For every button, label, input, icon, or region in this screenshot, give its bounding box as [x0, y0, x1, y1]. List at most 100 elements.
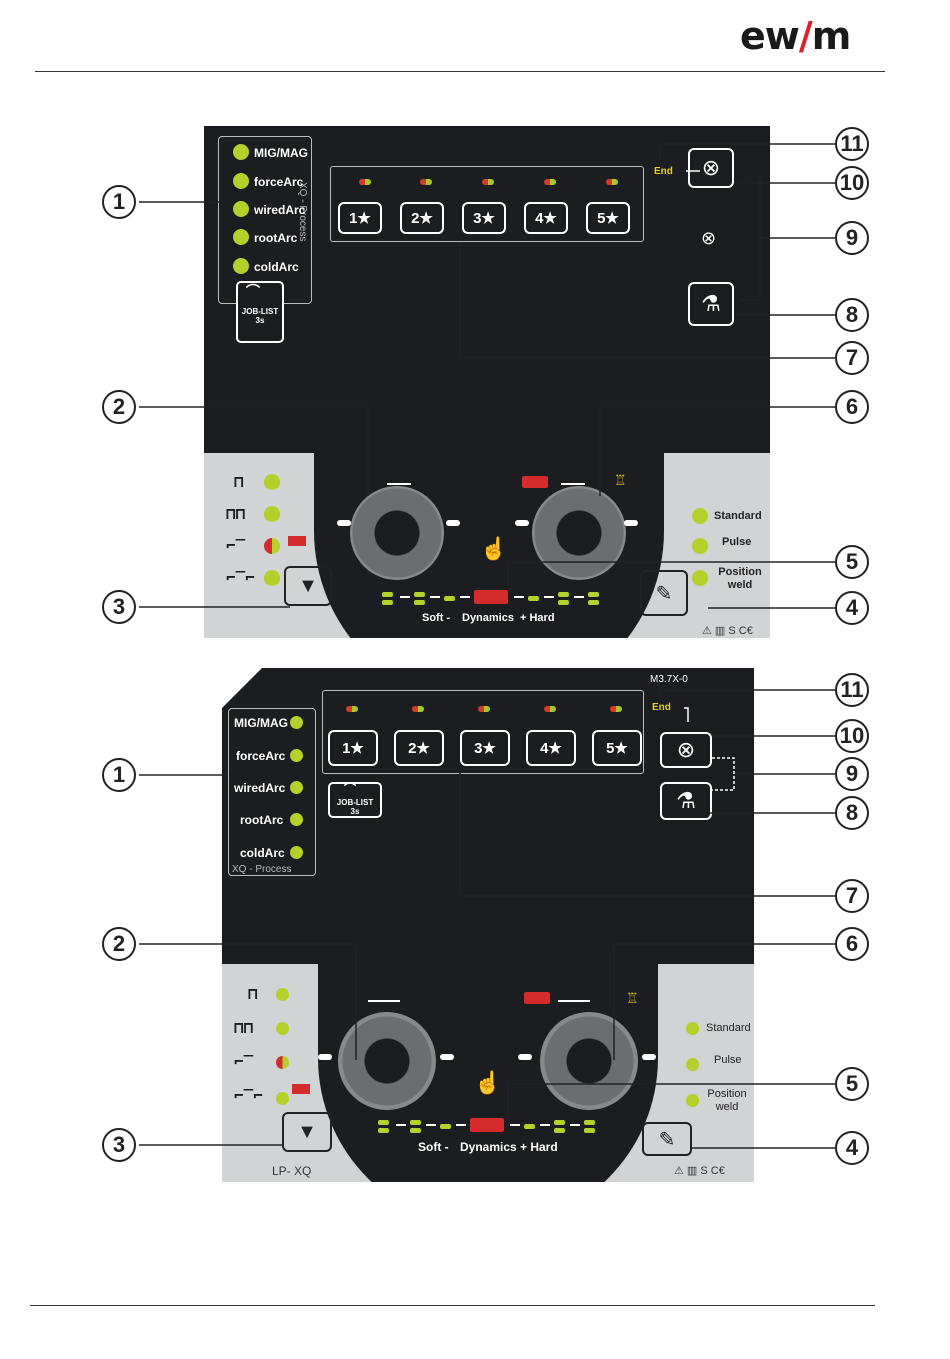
led-forcearc	[290, 749, 303, 762]
dynamics-dash	[456, 1124, 466, 1126]
wire-inching-icon: ⊗	[701, 155, 721, 180]
callout-1-bottom: 1	[102, 758, 136, 792]
gas-test-button[interactable]: ⚗	[688, 282, 734, 326]
job-button-5[interactable]: 5★	[592, 730, 642, 766]
callout-10-top: 10	[835, 166, 869, 200]
gas-valve-icon: ⚗	[676, 788, 696, 813]
welding-torch-icon: ⌒	[246, 283, 260, 299]
wire-inching-icon: ⊗	[676, 737, 696, 762]
job-button-2[interactable]: 2★	[394, 730, 444, 766]
job-button-3[interactable]: 3★	[462, 202, 506, 234]
led-4-step-special	[264, 570, 280, 586]
job-button-1[interactable]: 1★	[328, 730, 378, 766]
led-mig-mag	[290, 716, 303, 729]
led-coldarc	[290, 846, 303, 859]
right-rotary-knob[interactable]	[540, 1012, 638, 1110]
dynamics-led	[410, 1120, 421, 1125]
led-pulse	[686, 1058, 699, 1071]
job-led-4	[544, 179, 556, 185]
job-button-2[interactable]: 2★	[400, 202, 444, 234]
2-step-mode-icon: ⊓	[248, 984, 258, 1003]
callout-4-top: 4	[835, 591, 869, 625]
control-panel-top: XQ - Process MIG/MAG forceArc wiredArc r…	[204, 126, 770, 638]
dynamics-dash	[540, 1124, 550, 1126]
job-list-button[interactable]: ⌒ JOB-LIST 3s	[236, 281, 284, 343]
welding-type-button[interactable]: ✎	[640, 570, 688, 616]
4-step-special-icon: ⌐‾⌐	[226, 568, 255, 587]
footer-rule	[30, 1305, 875, 1306]
dynamics-dash	[396, 1124, 406, 1126]
callout-2-top: 2	[102, 390, 136, 424]
led-4-step	[276, 1022, 289, 1035]
dynamics-led	[588, 592, 599, 597]
right-knob-max-mark	[624, 520, 638, 526]
dynamics-dash	[510, 1124, 520, 1126]
4-step-mode-icon: ⊓⊓	[234, 1018, 254, 1037]
certification-marks: ⚠ ▥ S C€	[702, 625, 753, 637]
ewm-logo: ew/m	[740, 14, 851, 58]
dynamics-led	[378, 1128, 389, 1133]
right-rotary-knob[interactable]	[532, 486, 626, 580]
left-rotary-knob[interactable]	[350, 486, 444, 580]
dynamics-led	[554, 1128, 565, 1133]
callout-6-bottom: 6	[835, 927, 869, 961]
process-label-mig-mag: MIG/MAG	[254, 146, 308, 160]
job-button-1[interactable]: 1★	[338, 202, 382, 234]
triangle-down-icon: ▼	[297, 1120, 317, 1143]
wire-inching-button[interactable]: ⊗	[688, 148, 734, 188]
choke-indicator-icon	[522, 476, 548, 488]
callout-3-bottom: 3	[102, 1128, 136, 1162]
welding-torch-icon: ✎	[655, 582, 673, 605]
led-2-step-special	[264, 538, 280, 554]
left-rotary-knob[interactable]	[338, 1012, 436, 1110]
operating-mode-button[interactable]: ▼	[284, 566, 332, 606]
job-button-4[interactable]: 4★	[526, 730, 576, 766]
mode-label-position-weld: Position weld	[718, 566, 762, 591]
callout-5-top: 5	[835, 545, 869, 579]
job-button-3[interactable]: 3★	[460, 730, 510, 766]
job-led-3	[478, 706, 490, 712]
process-group-frame	[228, 708, 316, 876]
dynamics-label: Dynamics	[460, 1140, 517, 1154]
job-button-5[interactable]: 5★	[586, 202, 630, 234]
callout-4-bottom: 4	[835, 1131, 869, 1165]
welding-type-button[interactable]: ✎	[642, 1122, 692, 1156]
dynamics-dash	[574, 596, 584, 598]
led-coldarc	[233, 258, 249, 274]
callout-6-top: 6	[835, 390, 869, 424]
process-label-coldarc: coldArc	[240, 846, 285, 860]
led-position-weld	[692, 570, 708, 586]
callout-8-bottom: 8	[835, 796, 869, 830]
mode-label-standard: Standard	[714, 510, 762, 522]
dynamics-dash	[514, 596, 524, 598]
led-position-weld	[686, 1094, 699, 1107]
dynamics-led	[524, 1124, 535, 1129]
led-2-step	[264, 474, 280, 490]
mode-label-standard: Standard	[706, 1022, 751, 1034]
job-led-5	[610, 706, 622, 712]
process-label-coldarc: coldArc	[254, 260, 299, 274]
dynamics-led	[410, 1128, 421, 1133]
dynamics-led	[440, 1124, 451, 1129]
led-mig-mag	[233, 144, 249, 160]
panel-footer-label: LP- XQ	[272, 1164, 312, 1178]
led-wiredarc	[290, 781, 303, 794]
job-button-4[interactable]: 4★	[524, 202, 568, 234]
mode-label-position-weld: Position weld	[707, 1088, 747, 1113]
right-knob-max-mark	[642, 1054, 656, 1060]
gas-test-button[interactable]: ⚗	[660, 782, 712, 820]
job-list-button[interactable]: ⌒ JOB-LIST 3s	[328, 782, 382, 818]
end-label: End	[654, 166, 673, 177]
led-2-step-special	[276, 1056, 289, 1069]
process-label-wiredarc: wiredArc	[254, 203, 306, 217]
callout-5-bottom: 5	[835, 1067, 869, 1101]
welding-torch-icon: ✎	[658, 1128, 676, 1151]
operating-mode-button[interactable]: ▼	[282, 1112, 332, 1152]
dynamics-soft-label: Soft -	[422, 612, 451, 624]
process-label-wiredarc: wiredArc	[234, 781, 286, 795]
callout-11-top: 11	[835, 127, 869, 161]
dynamics-led	[554, 1120, 565, 1125]
left-knob-min-mark	[337, 520, 351, 526]
wire-speed-ramp-icon	[368, 984, 400, 1002]
wire-inching-button[interactable]: ⊗	[660, 732, 712, 768]
